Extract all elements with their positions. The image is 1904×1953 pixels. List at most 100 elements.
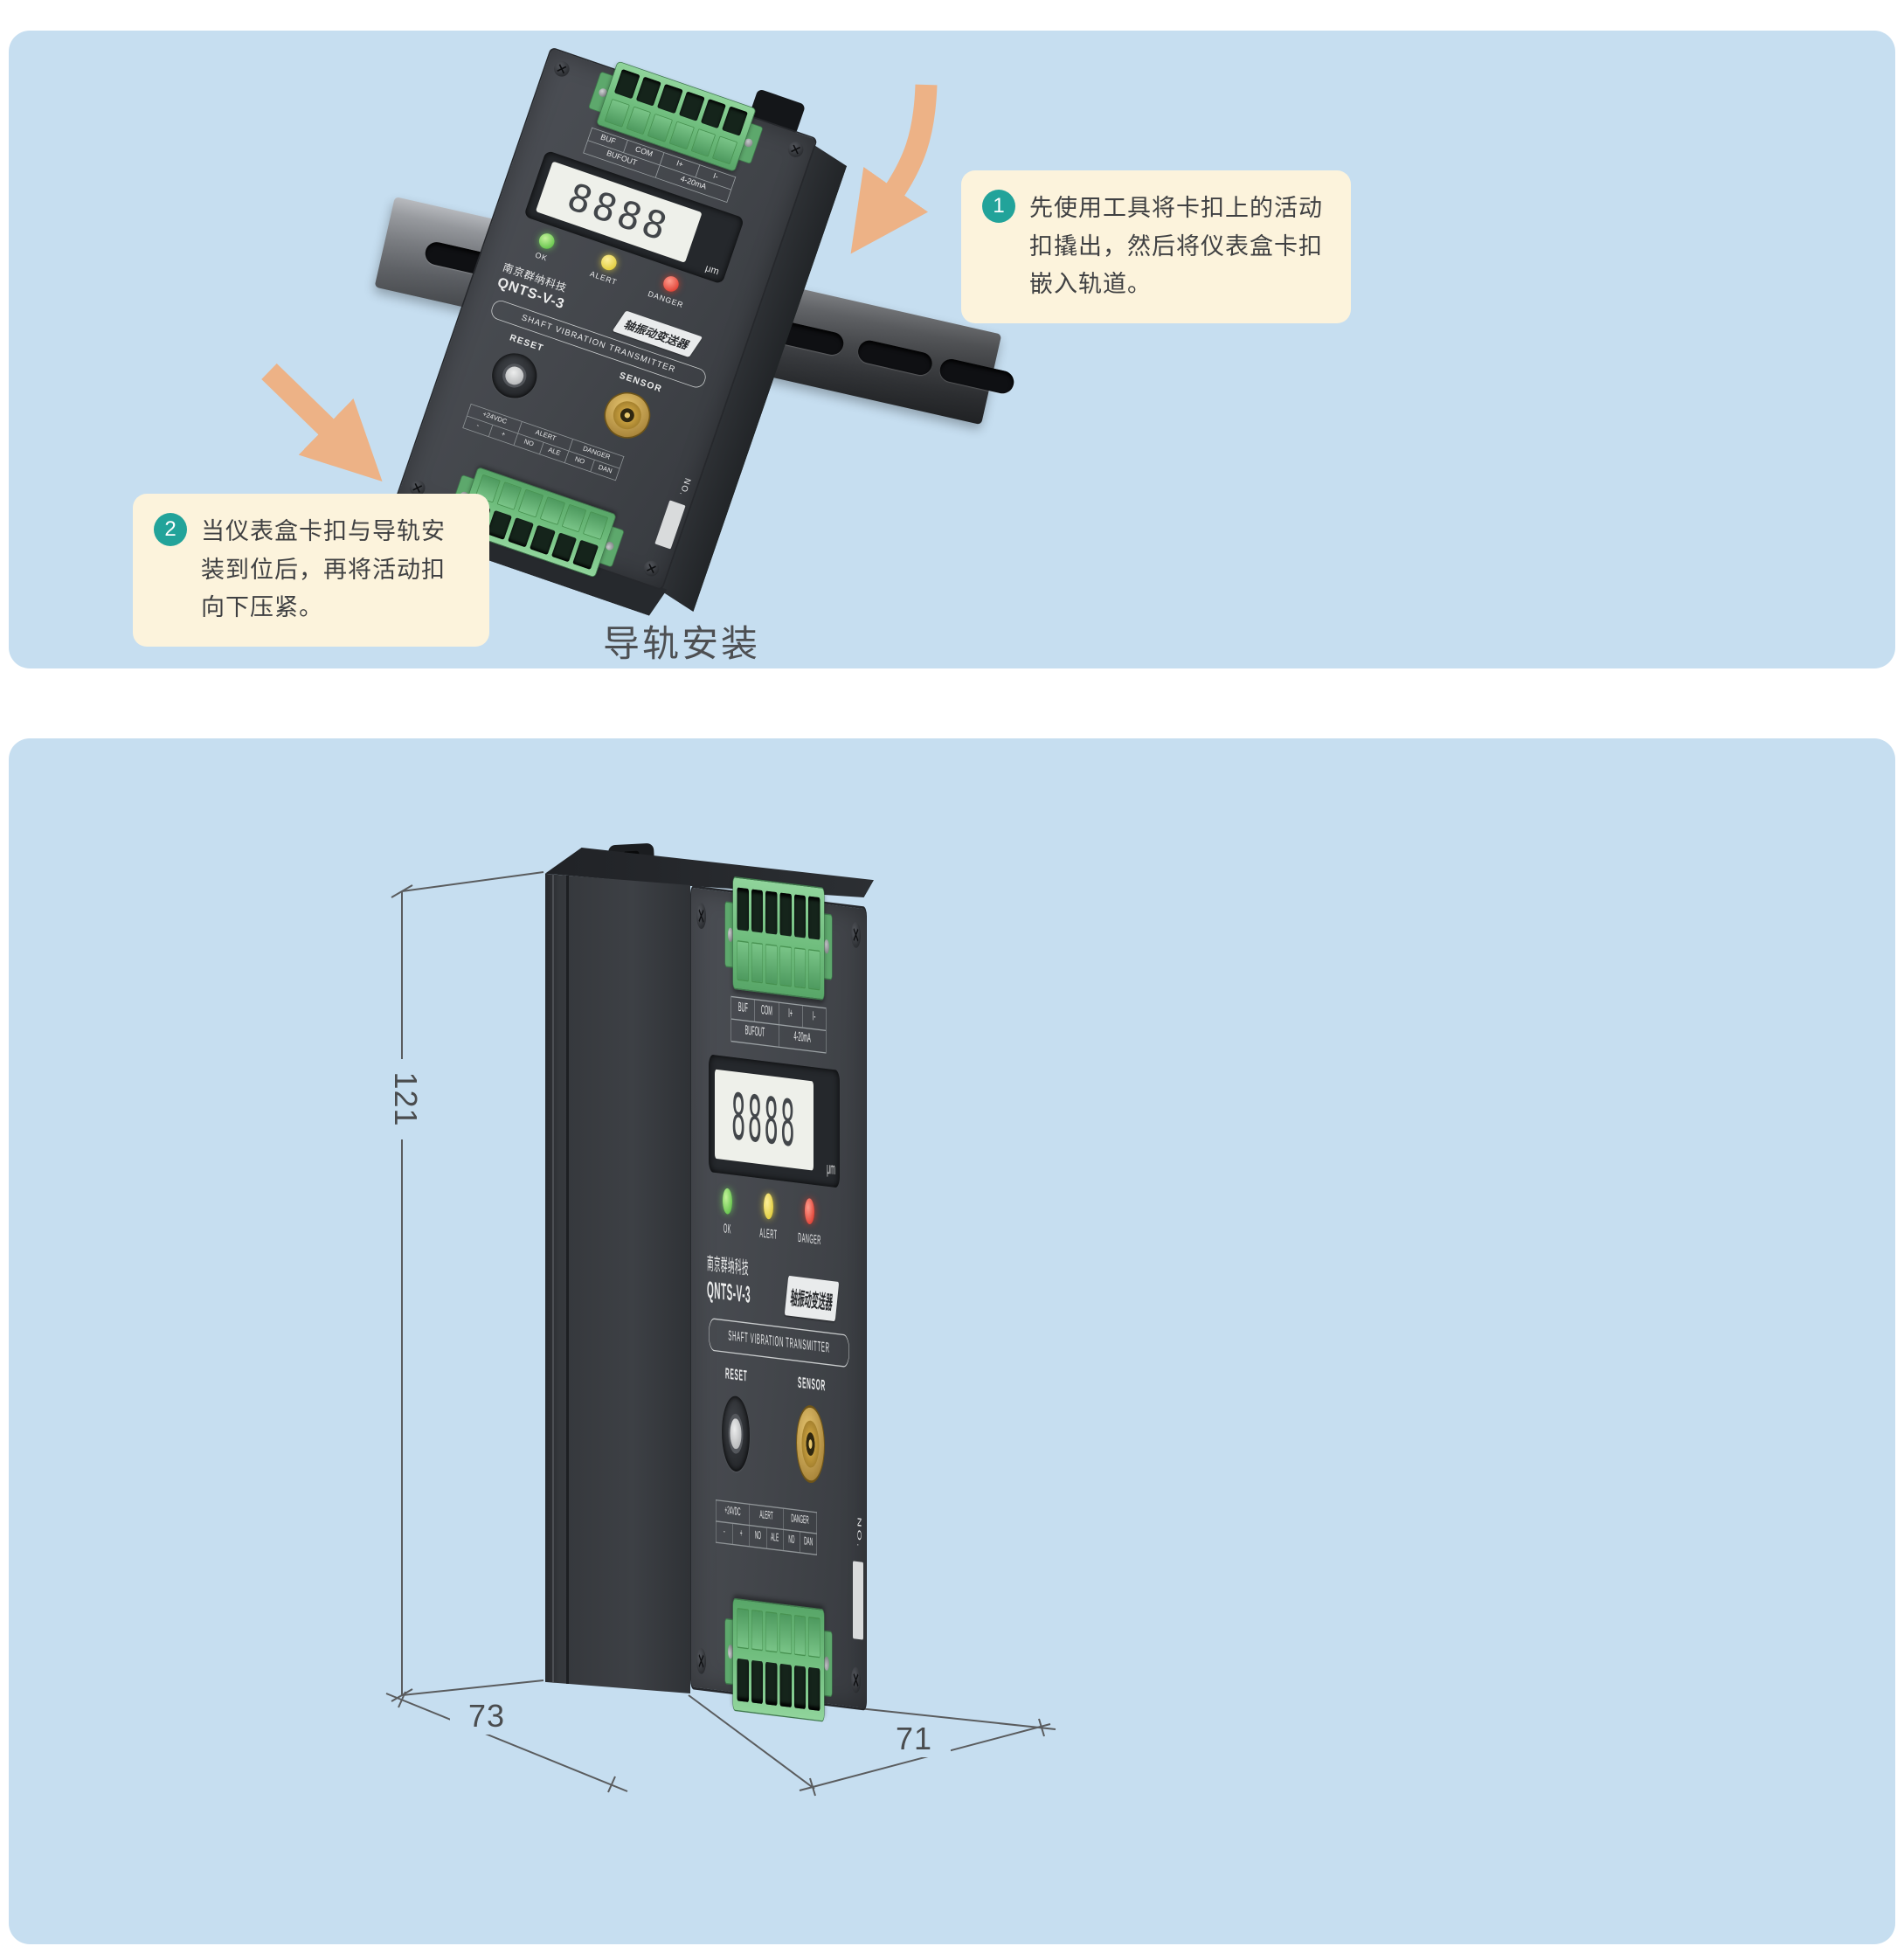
danger-led-label: DANGER: [647, 289, 685, 310]
corner-screw-icon: [696, 902, 706, 930]
terminal-label: NO: [750, 1526, 767, 1548]
terminal-screw: [737, 940, 749, 982]
terminal-screw: [561, 503, 587, 533]
terminal-screw: [808, 1617, 820, 1659]
terminal-slot: [751, 1659, 764, 1704]
danger-led-icon: [661, 274, 682, 294]
serial-label: NO.: [856, 1516, 862, 1550]
terminal-screw: [518, 488, 544, 518]
bottom-terminal-labels: +24VDC ALERT DANGER - + NO ALE NO DAN: [716, 1499, 817, 1555]
terminal-label: I-: [813, 1009, 816, 1024]
danger-led-label: DANGER: [798, 1230, 821, 1249]
terminal-label: I+: [779, 1002, 803, 1028]
terminal-slot: [572, 539, 599, 570]
brand-block: 南京群纳科技 QNTS-V-3: [707, 1254, 751, 1311]
terminal-screw: [765, 944, 778, 986]
corner-screw-icon: [641, 558, 661, 578]
terminal-slot: [765, 890, 778, 935]
step1-text: 先使用工具将卡扣上的活动扣撬出，然后将仪表盒卡扣嵌入轨道。: [1029, 195, 1323, 298]
display-unit-label: μm: [827, 1158, 835, 1179]
tick-mark: [809, 1777, 816, 1797]
terminal-screw: [712, 135, 738, 165]
step1-arrow-icon: [850, 84, 938, 254]
terminal-screw: [751, 1610, 764, 1652]
terminal-screw: [539, 496, 565, 525]
ok-led-icon: [723, 1188, 732, 1215]
terminal-slot: [550, 532, 578, 563]
terminal-screw: [808, 949, 820, 991]
terminal-screw: [779, 945, 792, 987]
terminal-screw: [668, 121, 695, 150]
product-name-en: SHAFT VIBRATION TRANSMITTER: [709, 1317, 849, 1368]
alert-led: ALERT: [755, 1192, 782, 1243]
transmitter-device-3d: BUF COM I+ I- BUFOUT 4-20mA 8888 μm OK: [690, 876, 867, 1722]
display-unit-label: μm: [703, 261, 721, 277]
ok-led-label: OK: [534, 251, 549, 264]
step2-text: 当仪表盒卡扣与导轨安装到位后，再将活动扣向下压紧。: [201, 518, 446, 621]
corner-screw-icon: [851, 1666, 861, 1694]
terminal-screw: [496, 481, 523, 510]
ok-led: OK: [519, 227, 570, 268]
reset-label: RESET: [725, 1364, 748, 1385]
sensor-label: SENSOR: [798, 1373, 826, 1395]
tick-mark: [391, 1688, 413, 1702]
terminal-screw: [765, 1611, 778, 1653]
transmitter-front-face: BUF COM I+ I- BUFOUT 4-20mA 8888 μm OK: [690, 876, 867, 1722]
danger-led: DANGER: [644, 270, 695, 311]
terminal-label: COM: [755, 1000, 779, 1025]
terminal-screw: [793, 1615, 807, 1657]
dimensions-panel: BUF COM I+ I- BUFOUT 4-20mA 8888 μm OK: [9, 738, 1895, 1944]
depth-dimension-label: 73: [450, 1698, 523, 1735]
terminal-label: 4-20mA: [793, 1029, 811, 1046]
tick-mark: [1038, 1718, 1045, 1737]
rail-slot: [855, 338, 935, 377]
terminal-label: BUFOUT: [731, 1019, 779, 1047]
model-number: QNTS-V-3: [707, 1277, 751, 1309]
tick-mark: [398, 1691, 406, 1708]
alert-led-icon: [599, 253, 620, 273]
rail-install-panel: BUF COM I+ I- BUFOUT 4-20mA 8888 μm OK: [9, 31, 1895, 668]
terminal-slot: [779, 892, 792, 937]
tick-mark: [391, 884, 413, 898]
terminal-label: +24VDC: [716, 1500, 750, 1525]
terminal-slot: [737, 1658, 749, 1702]
reset-button: [486, 347, 544, 405]
terminal-screw: [737, 1608, 749, 1650]
step2-arrow-icon: [261, 364, 383, 482]
ok-led-icon: [537, 231, 557, 252]
terminal-slot: [613, 68, 640, 100]
terminal-screw: [779, 1613, 792, 1655]
panel-caption: 导轨安装: [602, 623, 760, 664]
terminal-slot: [765, 1661, 778, 1706]
top-terminal-block: [724, 876, 833, 1001]
danger-led: DANGER: [796, 1196, 823, 1248]
sensor-connector: [796, 1403, 825, 1486]
terminal-screw: [690, 128, 717, 157]
terminal-label: ALERT: [750, 1505, 784, 1529]
width-dimension-label: 71: [877, 1721, 951, 1757]
lcd-screen: 8888: [715, 1069, 814, 1171]
terminal-screw: [793, 947, 807, 989]
terminal-label: BUF: [731, 997, 756, 1022]
terminal-screw: [626, 106, 652, 135]
terminal-screws: [737, 1608, 820, 1659]
corner-screw-icon: [551, 59, 572, 80]
height-dimension-label: 121: [387, 1059, 424, 1139]
device-left-side: [545, 873, 690, 1693]
bottom-terminal-block: [724, 1597, 833, 1722]
serial-label: NO.: [677, 476, 694, 499]
danger-led-icon: [805, 1197, 814, 1225]
terminal-slot: [793, 1665, 807, 1709]
terminal-label: DAN: [804, 1534, 814, 1549]
ok-led: OK: [714, 1187, 741, 1238]
terminal-label: NO: [783, 1530, 800, 1553]
step1-number-badge: 1: [982, 190, 1015, 223]
terminal-screw: [583, 511, 609, 540]
product-name-badge: 轴振动变送器: [784, 1275, 840, 1322]
tick-mark: [607, 1776, 616, 1793]
terminal-slot: [657, 84, 683, 114]
terminal-slot: [737, 887, 749, 931]
terminal-slot: [722, 106, 748, 136]
terminal-slot: [530, 524, 556, 555]
extension-line: [401, 1679, 544, 1696]
